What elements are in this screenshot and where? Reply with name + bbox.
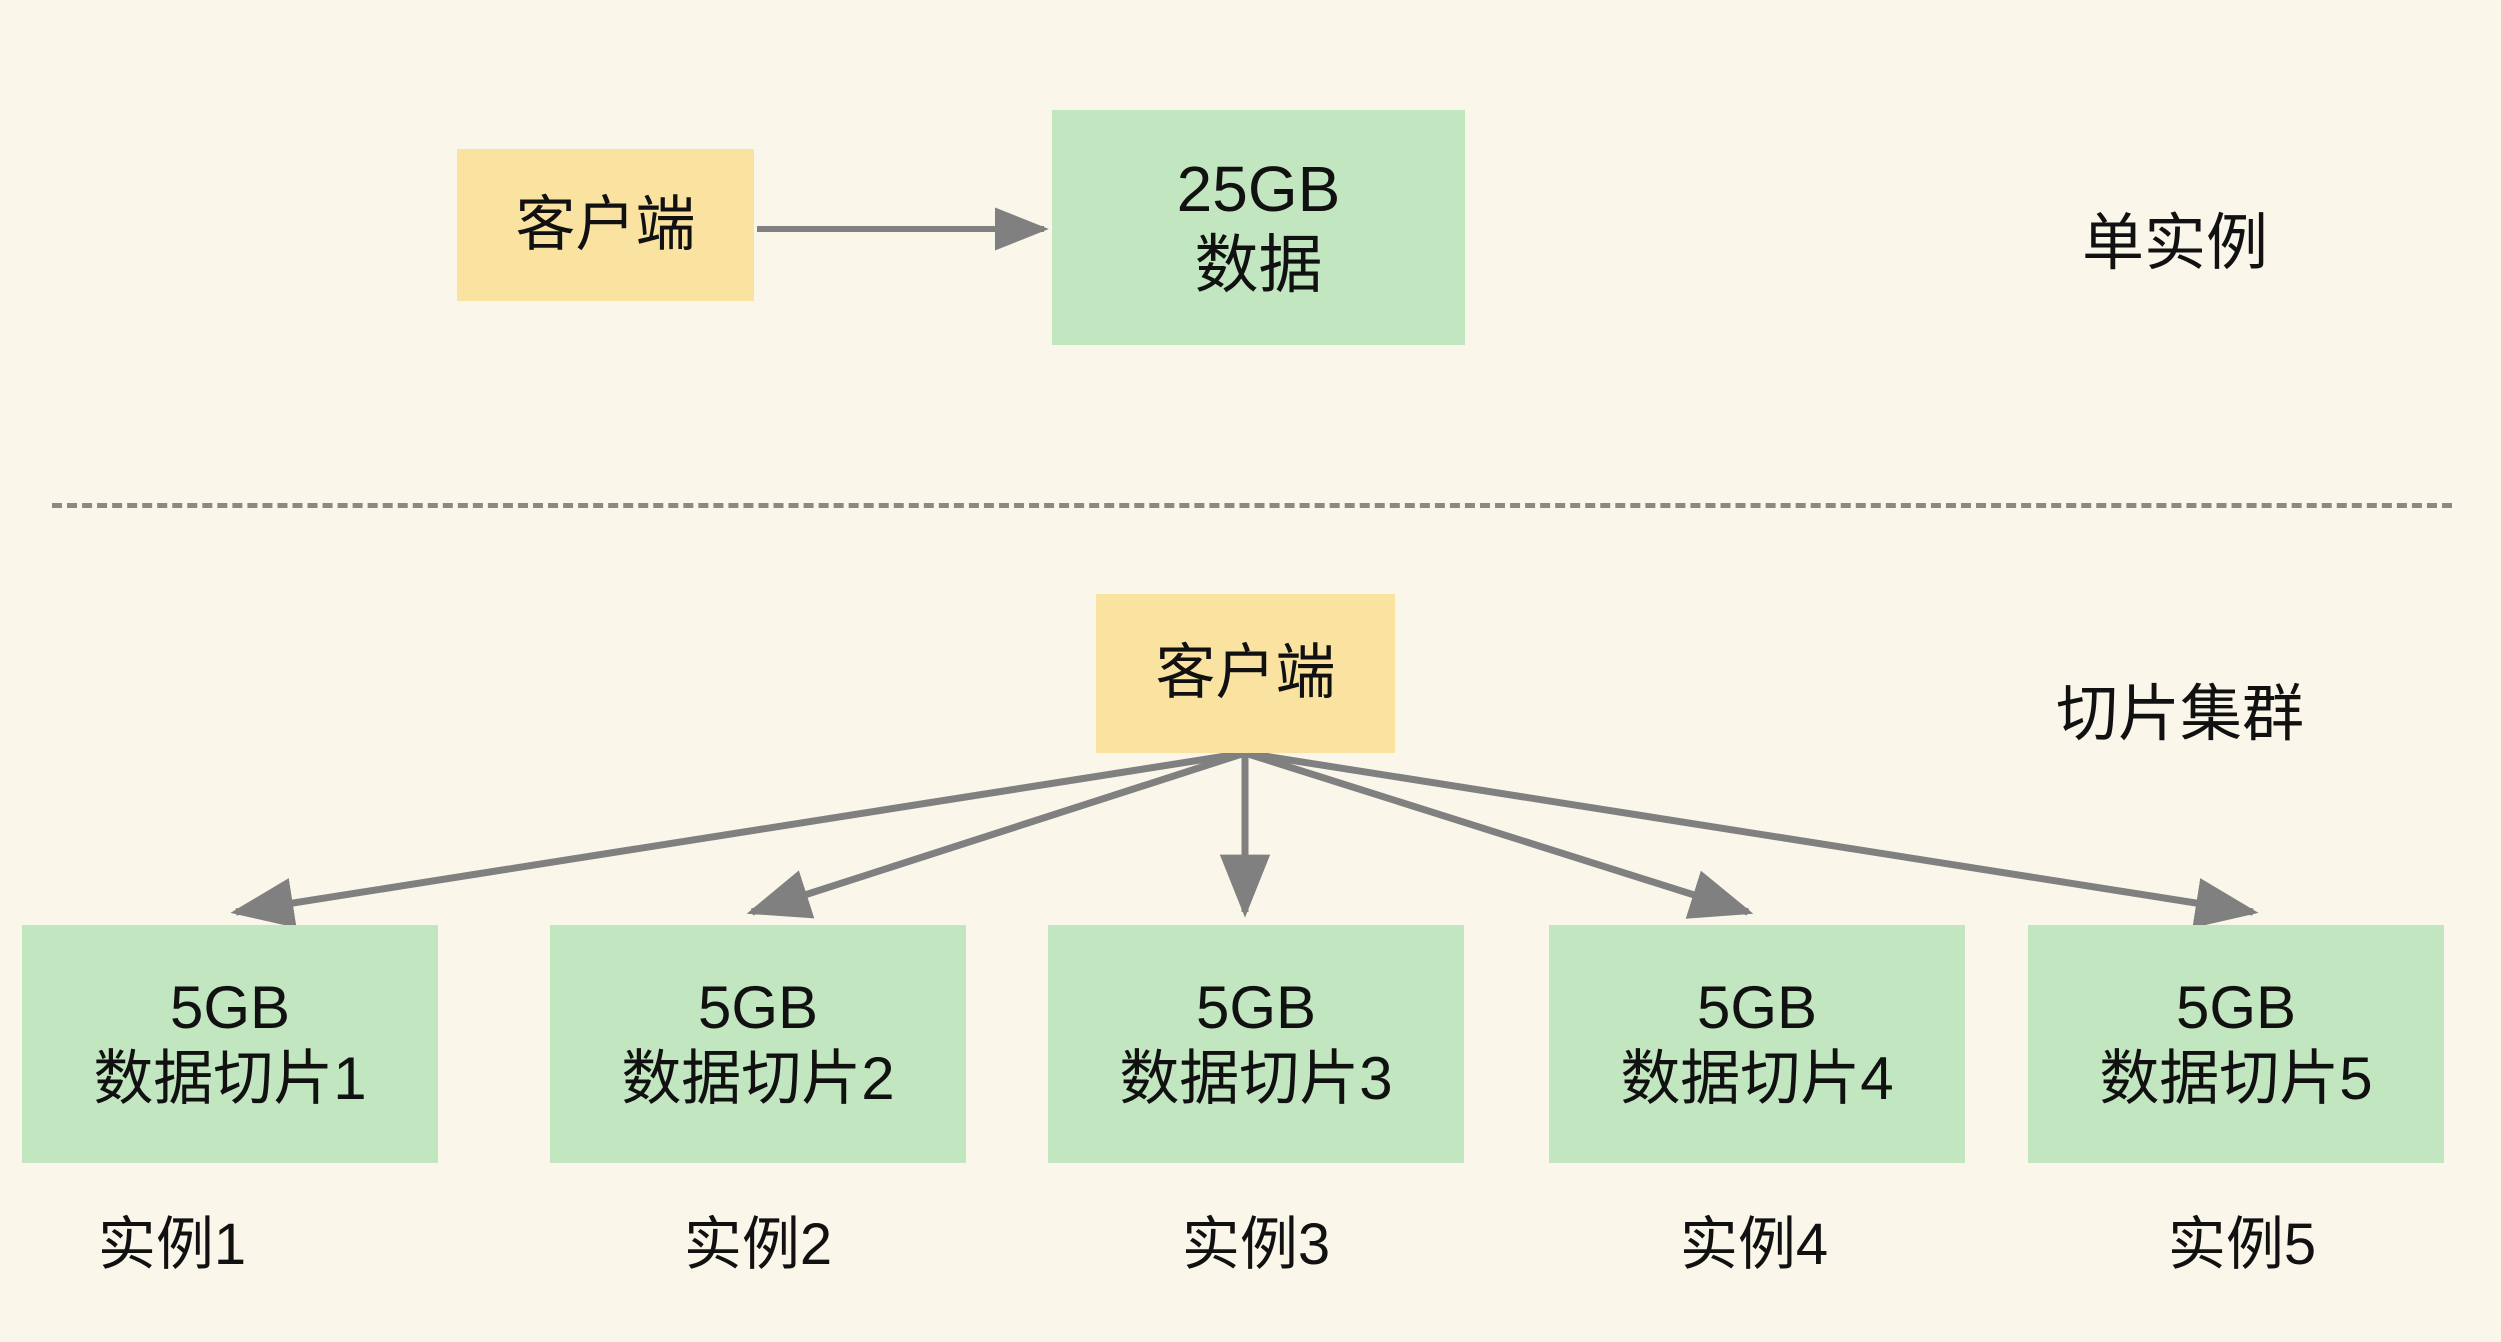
instance-label-5: 实例5 — [2167, 1212, 2317, 1277]
shard-box-3[interactable]: 5GB 数据切片3 — [1048, 925, 1464, 1163]
bottom-section-label: 切片集群 — [2055, 680, 2304, 749]
arrow-client-to-shard-5 — [1244, 749, 2259, 928]
instance-label-2: 实例2 — [683, 1212, 833, 1277]
shard-5-size: 5GB — [2175, 974, 2297, 1042]
shard-box-2[interactable]: 5GB 数据切片2 — [550, 925, 966, 1163]
top-client-box[interactable]: 客户端 — [457, 149, 754, 301]
arrow-client-to-shard-2 — [746, 749, 1247, 919]
instance-label-4: 实例4 — [1679, 1212, 1829, 1277]
shard-2-name: 数据切片2 — [621, 1045, 895, 1112]
top-store-name: 数据 — [1194, 228, 1323, 301]
shard-3-size: 5GB — [1195, 974, 1317, 1042]
shard-2-size: 5GB — [697, 974, 819, 1042]
arrow-client-to-shard-1 — [230, 749, 1246, 928]
shard-1-size: 5GB — [169, 974, 291, 1042]
shard-3-name: 数据切片3 — [1119, 1045, 1393, 1112]
bottom-client-label: 客户端 — [1155, 639, 1336, 707]
section-divider — [52, 503, 2452, 508]
bottom-client-box[interactable]: 客户端 — [1096, 594, 1395, 753]
shard-4-name: 数据切片4 — [1620, 1045, 1894, 1112]
top-store-box[interactable]: 25GB 数据 — [1052, 110, 1465, 345]
instance-label-3: 实例3 — [1181, 1212, 1331, 1277]
shard-box-1[interactable]: 5GB 数据切片1 — [22, 925, 438, 1163]
shard-box-5[interactable]: 5GB 数据切片5 — [2028, 925, 2444, 1163]
top-section-label: 单实例 — [2081, 209, 2268, 278]
top-client-label: 客户端 — [515, 190, 696, 258]
shard-1-name: 数据切片1 — [93, 1045, 367, 1112]
shard-5-name: 数据切片5 — [2099, 1045, 2373, 1112]
shard-4-size: 5GB — [1696, 974, 1818, 1042]
top-store-size: 25GB — [1176, 152, 1341, 225]
arrow-client-to-shard-4 — [1243, 749, 1754, 919]
shard-box-4[interactable]: 5GB 数据切片4 — [1549, 925, 1965, 1163]
instance-label-1: 实例1 — [97, 1212, 247, 1277]
